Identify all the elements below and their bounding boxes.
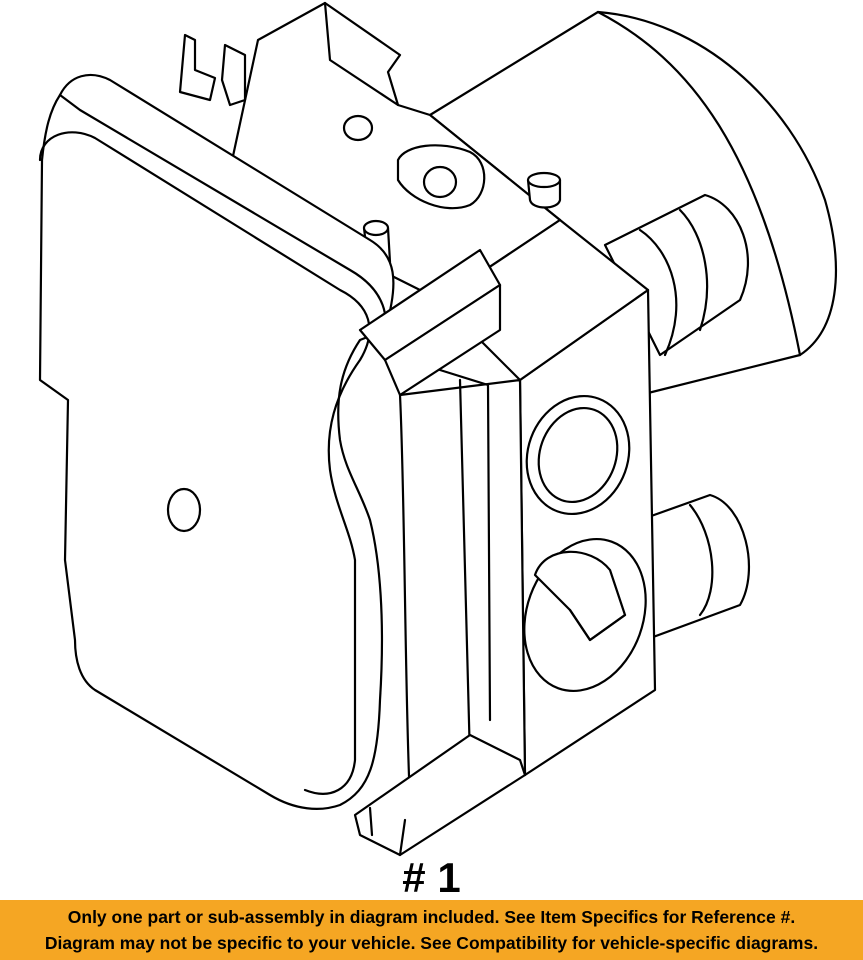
hydraulic-block-top (438, 218, 650, 382)
disclaimer-banner: Only one part or sub-assembly in diagram… (0, 900, 863, 960)
abs-modulator-drawing (38, 1, 838, 857)
port-plug-face (568, 608, 627, 642)
port-tube-upper-ring (638, 208, 709, 357)
top-tab-right (220, 43, 247, 107)
ecu-housing (38, 73, 395, 810)
connector-lower (383, 283, 502, 397)
upper-pin-cap (526, 171, 562, 189)
bracket-step (323, 1, 400, 107)
bracket-hole-1 (342, 114, 374, 142)
bottom-bracket-tab (368, 806, 407, 857)
block-pin-cap (362, 219, 390, 237)
ecu-mount-hole (166, 487, 202, 533)
bracket-hole-2 (422, 165, 458, 199)
side-rail-edge (438, 368, 492, 762)
top-tab-left (178, 33, 217, 102)
port-tube-lower-ring (688, 503, 714, 617)
disclaimer-line-2: Diagram may not be specific to your vehi… (44, 933, 819, 953)
part-reference-label: # 1 (402, 854, 461, 901)
disclaimer-line-1: Only one part or sub-assembly in diagram… (67, 907, 796, 927)
bottom-bracket (353, 733, 527, 857)
ecu-cover-rim (38, 131, 371, 795)
motor-housing-edge (596, 10, 802, 357)
port-upper-inner (537, 406, 619, 504)
part-diagram (38, 1, 838, 857)
port-tube-lower (638, 493, 750, 642)
